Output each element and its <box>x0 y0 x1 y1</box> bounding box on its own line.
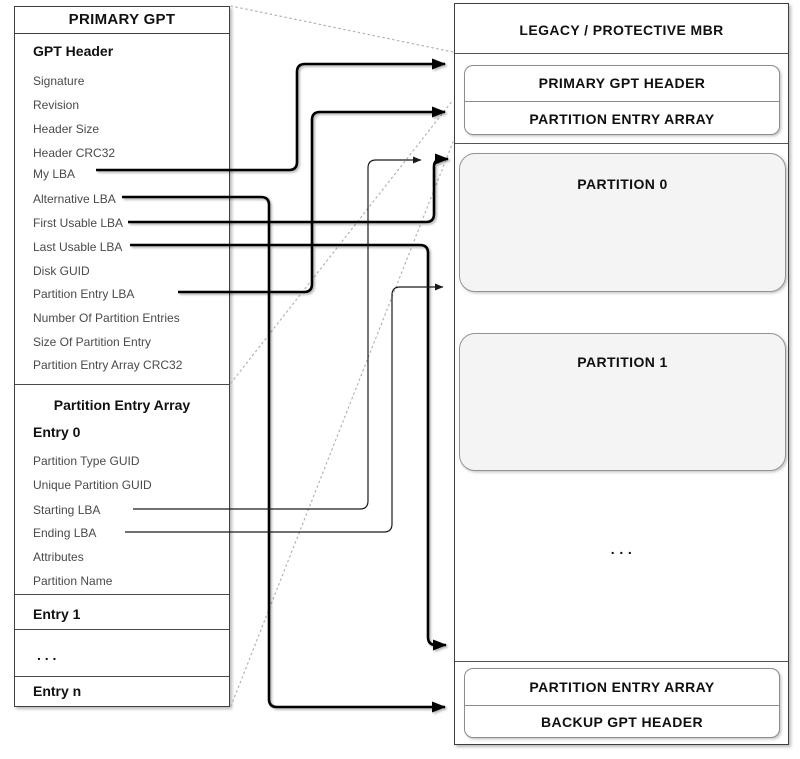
disk-ellipsis: . . . <box>610 541 633 557</box>
gpt-header-heading: GPT Header <box>33 43 114 59</box>
field-starting-lba: Starting LBA <box>33 503 101 517</box>
partition-entry-array-heading: Partition Entry Array <box>53 397 191 413</box>
field-header-crc32: Header CRC32 <box>33 146 116 160</box>
field-size-of-partition-entry: Size Of Partition Entry <box>33 335 152 349</box>
partition-0-box: PARTITION 0 <box>459 153 786 292</box>
divider-primary-gpt-end <box>455 143 788 144</box>
primary-gpt-title: PRIMARY GPT <box>15 7 229 34</box>
primary-gpt-box: PRIMARY GPT GPT Header Signature Revisio… <box>14 6 230 707</box>
primary-entry-array-cell: PARTITION ENTRY ARRAY <box>529 111 715 127</box>
field-number-of-partition-entries: Number Of Partition Entries <box>33 311 180 325</box>
dotted-link-top <box>230 5 454 53</box>
backup-entry-array-cell: PARTITION ENTRY ARRAY <box>465 669 779 706</box>
field-ending-lba: Ending LBA <box>33 526 97 540</box>
field-revision: Revision <box>33 98 80 112</box>
primary-gpt-header-cell: PRIMARY GPT HEADER <box>465 66 779 102</box>
field-partition-entry-array-crc32: Partition Entry Array CRC32 <box>33 358 183 372</box>
field-attributes: Attributes <box>33 550 84 564</box>
field-first-usable-lba: First Usable LBA <box>33 216 124 230</box>
divider-entry0-end <box>15 594 229 595</box>
entry-0-heading: Entry 0 <box>33 424 81 440</box>
field-header-size: Header Size <box>33 122 100 136</box>
row-entry-1: Entry 1 <box>33 606 81 622</box>
field-partition-name: Partition Name <box>33 574 113 588</box>
field-partition-type-guid: Partition Type GUID <box>33 454 140 468</box>
field-disk-guid: Disk GUID <box>33 264 90 278</box>
backup-gpt-header-cell: BACKUP GPT HEADER <box>540 714 704 730</box>
backup-gpt-region: PARTITION ENTRY ARRAY BACKUP GPT HEADER <box>464 668 780 738</box>
partition-1-label: PARTITION 1 <box>577 354 668 370</box>
field-partition-entry-lba: Partition Entry LBA <box>33 287 135 301</box>
divider-mbr-end <box>455 53 788 54</box>
dotted-link-middle <box>230 99 454 384</box>
primary-gpt-region: PRIMARY GPT HEADER PARTITION ENTRY ARRAY <box>464 65 780 135</box>
divider-gpt-header-end <box>15 384 229 385</box>
mbr-label: LEGACY / PROTECTIVE MBR <box>519 22 724 38</box>
divider-partition-area-end <box>455 661 788 662</box>
field-signature: Signature <box>33 74 85 88</box>
divider-entry1-end <box>15 629 229 630</box>
field-last-usable-lba: Last Usable LBA <box>33 240 123 254</box>
field-unique-partition-guid: Unique Partition GUID <box>33 478 152 492</box>
disk-layout-box: LEGACY / PROTECTIVE MBR PRIMARY GPT HEAD… <box>454 3 789 745</box>
partition-0-label: PARTITION 0 <box>577 176 668 192</box>
divider-ellipsis-end <box>15 676 229 677</box>
field-alternative-lba: Alternative LBA <box>33 192 116 206</box>
row-entries-ellipsis: . . . <box>37 647 57 663</box>
partition-1-box: PARTITION 1 <box>459 333 786 471</box>
dotted-link-bottom <box>230 141 454 707</box>
field-my-lba: My LBA <box>33 167 76 181</box>
row-entry-n: Entry n <box>33 683 82 699</box>
